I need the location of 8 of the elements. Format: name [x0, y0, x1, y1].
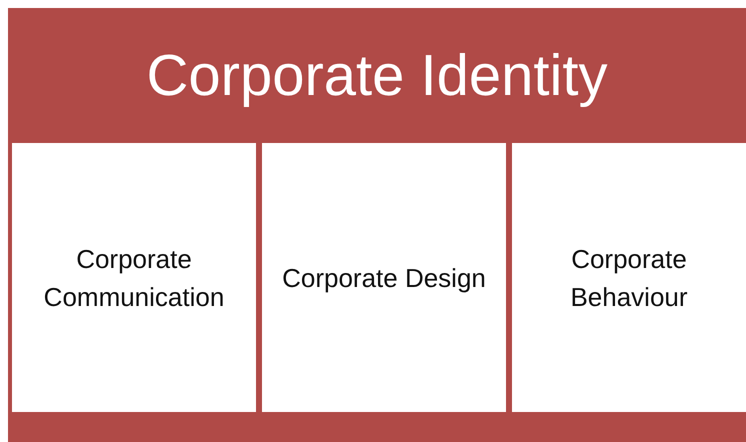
pillar-box: [12, 143, 256, 412]
pillar-label: Corporate Behaviour: [569, 242, 689, 314]
identity-panel: [8, 8, 746, 442]
pillar-label: Corporate Communication: [42, 242, 226, 314]
pillar-box: [512, 143, 746, 412]
panel-title: Corporate Identity: [146, 42, 608, 109]
pillar-box: [262, 143, 506, 412]
pillar-label: Corporate Design: [282, 262, 486, 294]
